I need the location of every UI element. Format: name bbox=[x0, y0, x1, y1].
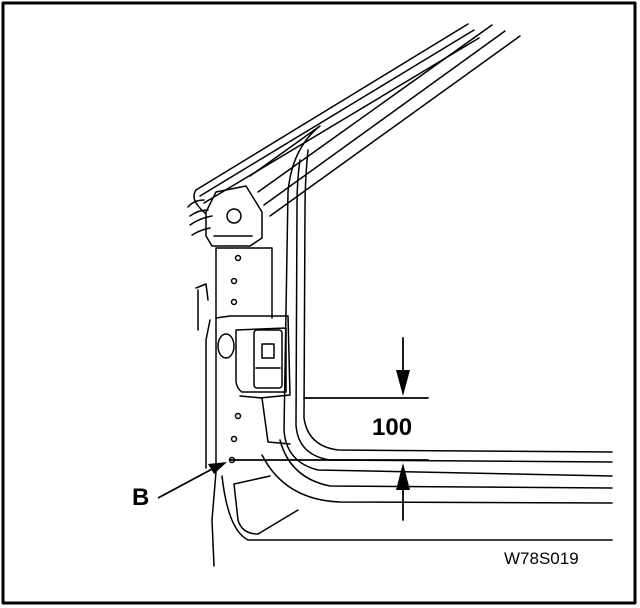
dimension-lines bbox=[229, 337, 429, 521]
sill-lines bbox=[211, 471, 613, 567]
figure-code: W78S019 bbox=[504, 549, 579, 568]
pillar-panel bbox=[195, 247, 291, 469]
pillar-bracket bbox=[205, 185, 263, 247]
callout-label-b: B bbox=[132, 484, 150, 511]
door-opening-lines bbox=[249, 24, 613, 504]
callout-leader bbox=[157, 467, 215, 499]
dimension-value: 100 bbox=[372, 414, 413, 441]
callout-arrowhead bbox=[208, 462, 227, 474]
roof-rail-lines bbox=[187, 23, 480, 236]
upper-arrowhead bbox=[396, 370, 410, 396]
lower-arrowhead bbox=[396, 463, 410, 490]
